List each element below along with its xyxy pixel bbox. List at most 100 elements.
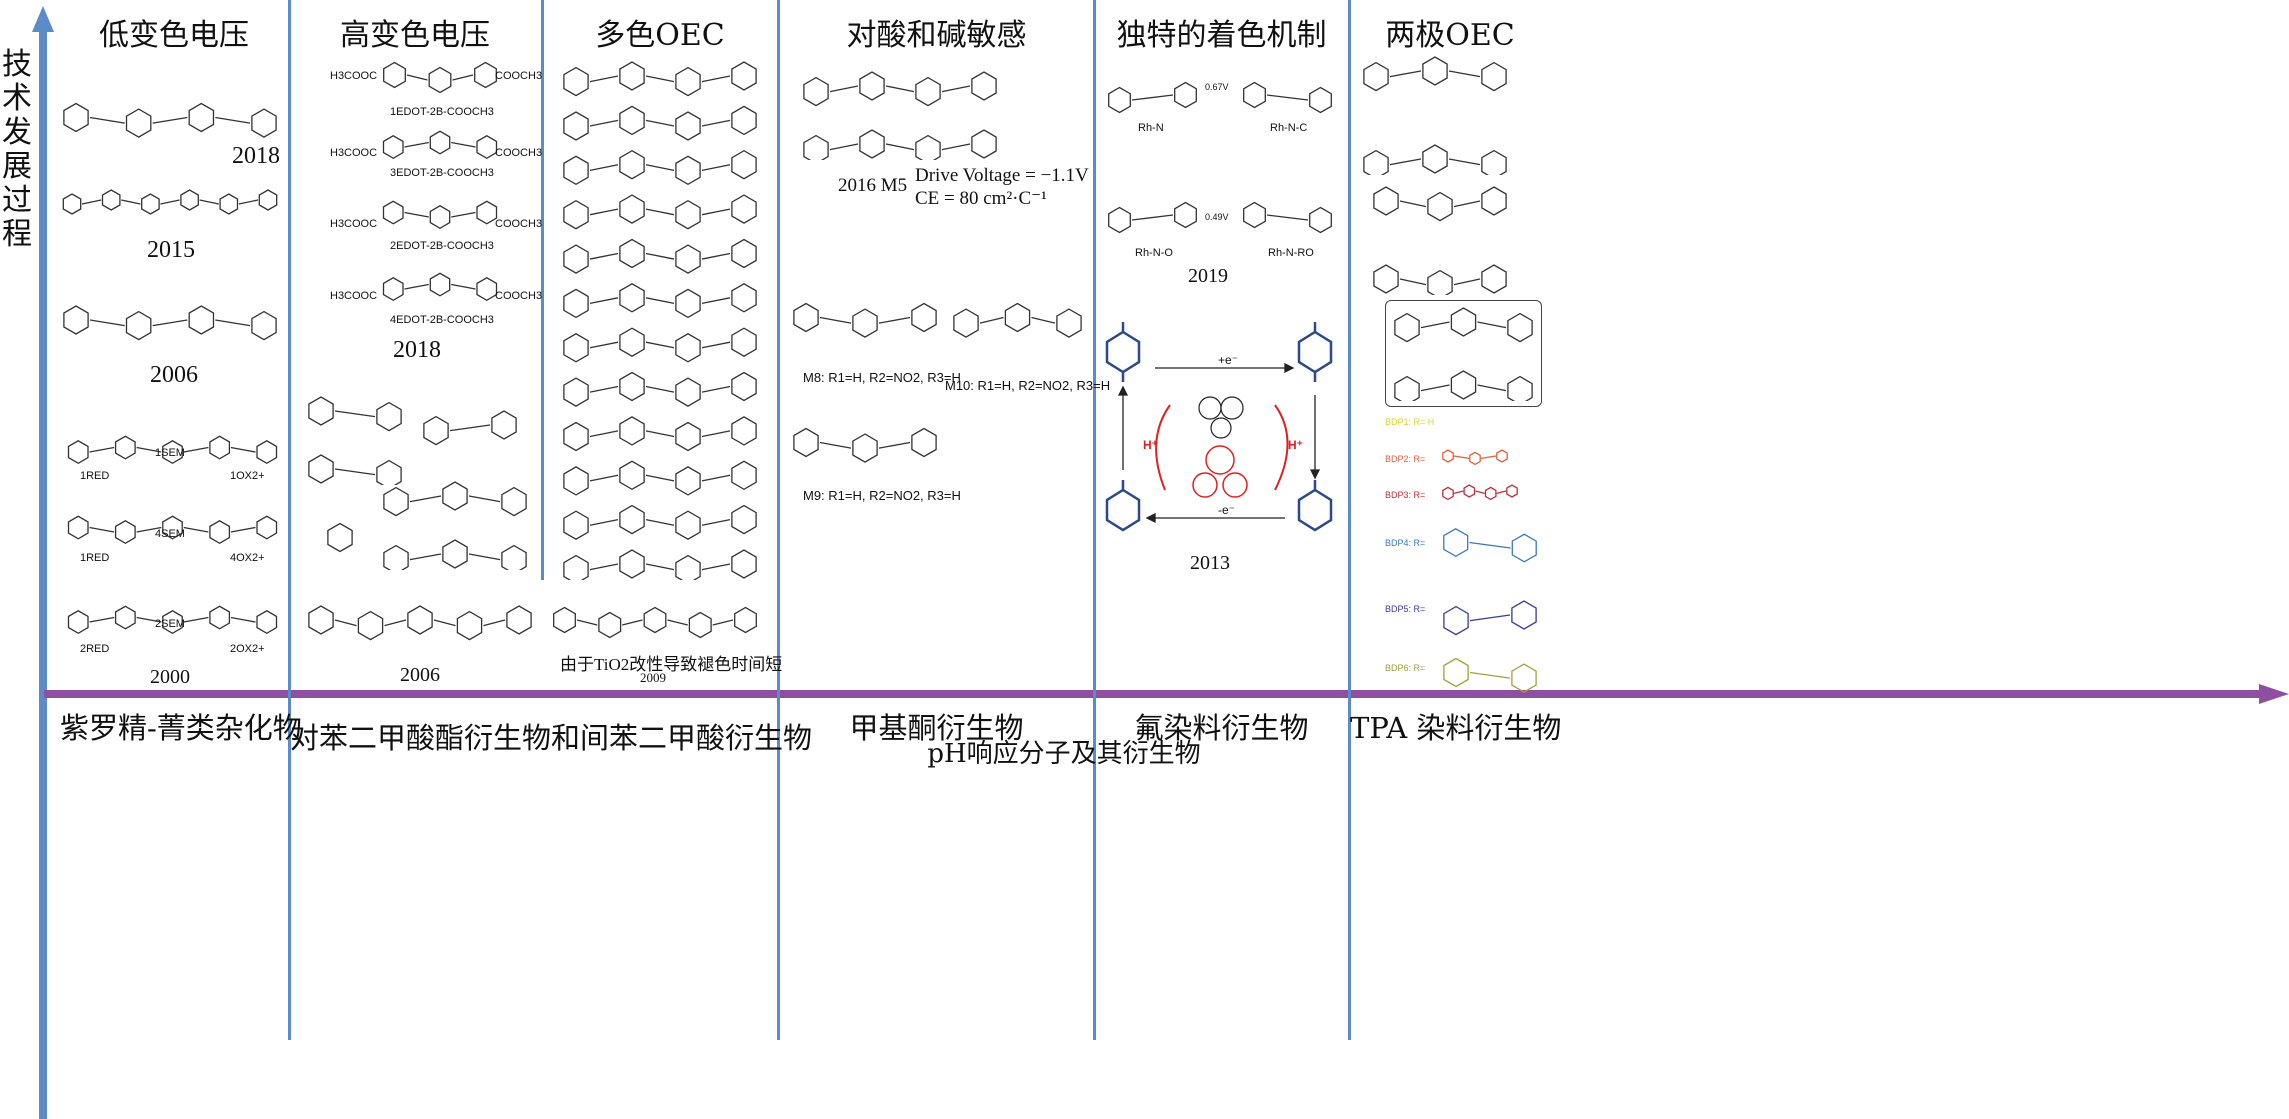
molecule-structure xyxy=(380,262,500,307)
molecule-structure xyxy=(380,190,500,235)
molecule-structure xyxy=(1240,70,1335,120)
molecule-structure xyxy=(560,60,760,585)
compound-label: 3EDOT-2B-COOCH3 xyxy=(390,167,494,179)
group-label: H3COOC xyxy=(330,70,378,82)
footer-ph-responsive: pH响应分子及其衍生物 xyxy=(927,739,1201,769)
drive-voltage: Drive Voltage = −1.1V xyxy=(915,165,1089,186)
header-bipolar: 两极OEC xyxy=(1385,18,1515,53)
oxidation-label: -e⁻ xyxy=(1218,503,1236,517)
bdp3-label: BDP3: R= xyxy=(1385,490,1426,500)
compound-label: M10: R1=H, R2=NO2, R3=H xyxy=(945,378,1111,393)
molecule-structure xyxy=(1440,640,1540,705)
molecule-structure xyxy=(305,395,405,490)
coloration-efficiency: CE = 80 cm²·C⁻¹ xyxy=(915,188,1047,209)
molecule-structure xyxy=(790,285,940,350)
bdp6-label: BDP6: R= xyxy=(1385,663,1426,673)
molecule-structure xyxy=(60,180,280,220)
year-label: 2016 M5 xyxy=(838,175,908,196)
group-label: COOCH3 xyxy=(495,70,543,82)
molecule-structure xyxy=(1440,445,1510,467)
proton-label: H⁺ xyxy=(1143,438,1158,452)
column-divider xyxy=(777,0,780,1040)
column-divider xyxy=(1348,0,1351,1040)
molecule-structure xyxy=(420,395,520,455)
quinone-redox-cycle xyxy=(1105,322,1333,532)
molecule-structure xyxy=(1370,185,1510,300)
year-label: 2006 xyxy=(150,362,198,388)
vertical-axis-arrow xyxy=(32,6,54,1119)
group-label: COOCH3 xyxy=(495,290,543,302)
compound-label: M9: R1=H, R2=NO2, R3=H xyxy=(803,488,961,503)
footer-viologen: 紫罗精-菁类杂化物 xyxy=(60,711,302,745)
molecule-structure xyxy=(60,285,280,355)
year-label: 2018 xyxy=(393,337,441,363)
compound-label: 1EDOT-2B-COOCH3 xyxy=(390,106,494,118)
compound-label: 1RED xyxy=(80,552,110,564)
molecule-structure xyxy=(65,595,280,640)
header-high-voltage: 高变色电压 xyxy=(340,18,490,53)
potential-label: 0.49V xyxy=(1205,212,1229,222)
group-label: COOCH3 xyxy=(495,147,543,159)
vertical-axis-label: 技术发展过程 xyxy=(2,47,32,252)
year-label: 2015 xyxy=(147,237,195,263)
molecule-structure xyxy=(305,590,535,650)
dpp-core-box xyxy=(1385,300,1542,407)
note-tio2: 由于TiO2改性导致褪色时间短 xyxy=(560,655,783,674)
footer-methylketone: 甲基酮衍生物 xyxy=(849,711,1024,745)
compound-label: 2RED xyxy=(80,643,110,655)
year-label: 2019 xyxy=(1188,265,1228,287)
molecule-structure xyxy=(950,280,1085,355)
header-coloring-mechanism: 独特的着色机制 xyxy=(1116,18,1327,53)
molecule-structure xyxy=(65,425,280,470)
compound-label: 2OX2+ xyxy=(230,643,265,655)
molecule-structure xyxy=(380,50,500,100)
compound-label: 2SEM xyxy=(155,618,185,630)
molecule-structure xyxy=(65,505,280,550)
bdp5-label: BDP5: R= xyxy=(1385,604,1426,614)
year-label: 2006 xyxy=(400,664,440,686)
header-acid-base: 对酸和碱敏感 xyxy=(846,18,1027,53)
compound-label: Rh-N-RO xyxy=(1268,247,1314,259)
molecule-structure xyxy=(1360,55,1510,180)
compound-label: 1RED xyxy=(80,470,110,482)
group-label: COOCH3 xyxy=(495,218,543,230)
reduction-label: +e⁻ xyxy=(1218,353,1239,367)
molecule-structure xyxy=(1105,190,1200,240)
column-divider xyxy=(1093,0,1096,1040)
molecule-structure xyxy=(790,410,940,475)
molecule-structure xyxy=(1440,515,1540,570)
potential-label: 0.67V xyxy=(1205,82,1229,92)
compound-label: M8: R1=H, R2=NO2, R3=H xyxy=(803,370,961,385)
bdp1-label: BDP1: R= H xyxy=(1385,417,1435,427)
molecule-structure xyxy=(1440,480,1520,502)
year-label: 2018 xyxy=(232,143,280,169)
column-divider xyxy=(288,0,291,1040)
molecule-structure xyxy=(1105,70,1200,120)
footer-tpa: TPA 染料衍生物 xyxy=(1350,711,1562,745)
column-divider xyxy=(541,0,544,580)
molecule-structure xyxy=(550,595,760,645)
group-label: H3COOC xyxy=(330,218,378,230)
molecule-structure xyxy=(1240,190,1335,240)
proton-label: H⁺ xyxy=(1288,438,1303,452)
year-label: 2009 xyxy=(640,670,666,685)
molecule-structure xyxy=(380,480,530,575)
molecule-structure xyxy=(1440,580,1540,650)
group-label: H3COOC xyxy=(330,290,378,302)
compound-label: Rh-N xyxy=(1138,122,1164,134)
molecule-structure xyxy=(305,500,375,575)
molecule-structure xyxy=(1391,306,1536,406)
footer-terephthalate: 对苯二甲酸酯衍生物和间苯二甲酸衍生物 xyxy=(290,721,813,755)
compound-label: 4EDOT-2B-COOCH3 xyxy=(390,314,494,326)
header-low-voltage: 低变色电压 xyxy=(99,18,249,53)
molecule-structure xyxy=(60,80,280,155)
compound-label: 1SEM xyxy=(155,447,185,459)
compound-label: Rh-N-C xyxy=(1270,122,1308,134)
year-label: 2000 xyxy=(150,666,190,688)
bdp4-label: BDP4: R= xyxy=(1385,538,1426,548)
compound-label: 2EDOT-2B-COOCH3 xyxy=(390,240,494,252)
year-label: 2013 xyxy=(1190,552,1230,574)
bdp2-label: BDP2: R= xyxy=(1385,454,1426,464)
header-multicolor: 多色OEC xyxy=(595,18,725,53)
compound-label: 4SEM xyxy=(155,528,185,540)
